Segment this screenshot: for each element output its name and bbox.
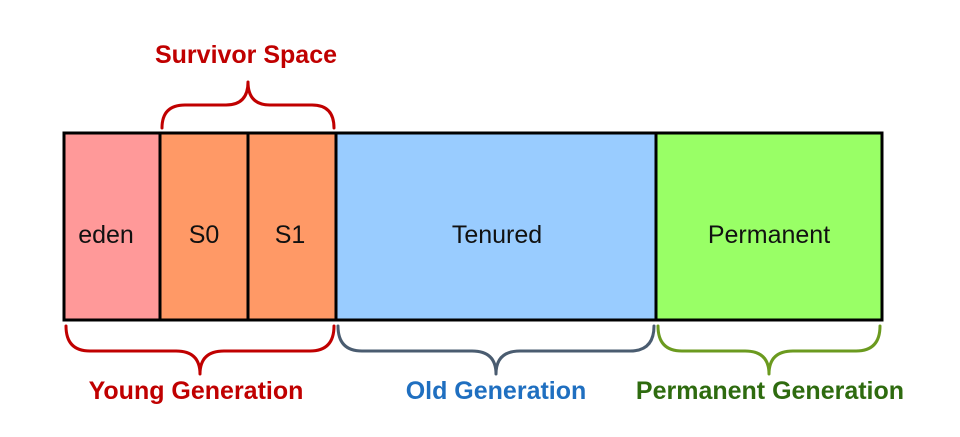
segment-s1-box bbox=[246, 131, 338, 322]
segment-s0: S0 bbox=[158, 131, 250, 322]
segment-s0-box bbox=[158, 131, 250, 322]
permanent-generation-brace bbox=[656, 324, 882, 376]
old-generation-brace bbox=[336, 324, 656, 376]
young-generation-brace bbox=[64, 324, 336, 376]
survivor-space-brace bbox=[160, 80, 336, 130]
permanent-generation-label: Permanent Generation bbox=[636, 377, 904, 405]
old-generation-label: Old Generation bbox=[406, 377, 587, 405]
segment-s0-label: S0 bbox=[189, 221, 220, 249]
segment-s1: S1 bbox=[246, 131, 338, 322]
young-generation-label: Young Generation bbox=[89, 377, 304, 405]
segment-permanent-label: Permanent bbox=[708, 221, 830, 249]
segment-s1-label: S1 bbox=[275, 221, 306, 249]
segment-permanent: Permanent bbox=[654, 131, 884, 322]
segment-tenured-label: Tenured bbox=[452, 221, 542, 249]
survivor-space-label: Survivor Space bbox=[155, 41, 337, 69]
segment-tenured-box bbox=[334, 131, 658, 322]
segment-eden-box bbox=[62, 131, 162, 322]
segment-permanent-box bbox=[654, 131, 884, 322]
segment-tenured: Tenured bbox=[334, 131, 658, 322]
segment-eden: eden bbox=[62, 131, 162, 322]
segment-eden-label: eden bbox=[78, 221, 134, 249]
